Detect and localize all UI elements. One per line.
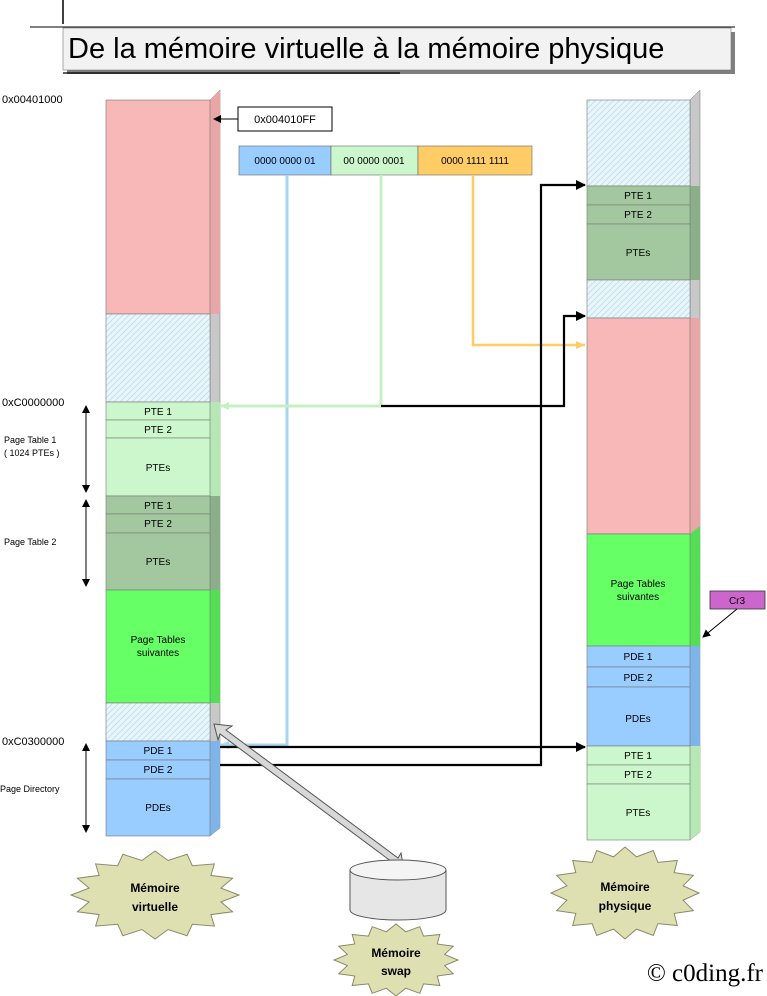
physical-memory-badge xyxy=(549,846,701,940)
cr3-label: Cr3 xyxy=(729,596,746,607)
physical-ptes-light xyxy=(586,783,691,841)
page-table-1-label: Page Table 1 xyxy=(4,435,56,445)
virtual-badge-line1: Mémoire xyxy=(130,881,180,895)
virtual-badge-line2: virtuelle xyxy=(132,900,178,914)
page-title: De la mémoire virtuelle à la mémoire phy… xyxy=(68,33,664,65)
address-pd-start-label: 0xC0300000 xyxy=(2,736,64,748)
physical-pdes-label: PDEs xyxy=(625,714,651,725)
offset-bits-text: 0000 1111 1111 xyxy=(441,156,509,167)
page-table-1-count-label: ( 1024 PTEs ) xyxy=(4,448,60,458)
page-directory-label: Page Directory xyxy=(0,784,60,794)
swap-disk-icon xyxy=(349,859,447,921)
swap-memory-badge xyxy=(332,923,460,996)
virtual-pte2-label: PTE 2 xyxy=(144,425,172,436)
physical-pde1-label: PDE 1 xyxy=(624,652,653,663)
title-banner: De la mémoire virtuelle à la mémoire phy… xyxy=(30,0,735,74)
address-top-label: 0x00401000 xyxy=(2,94,63,106)
virtual-pde2-label: PDE 2 xyxy=(144,765,173,776)
page-table-2-label: Page Table 2 xyxy=(4,537,56,547)
table-bits-arrow xyxy=(220,175,383,410)
physical-memory-column: PTE 1 PTE 2 PTEs Page Tables suivantes P… xyxy=(586,89,701,841)
pte1-to-physical-page-arrow xyxy=(381,311,586,408)
virtual-pt2-pte2-label: PTE 2 xyxy=(144,519,172,530)
physical-page-tables-label-2: suivantes xyxy=(617,592,659,603)
physical-ptes-dark xyxy=(586,223,691,281)
directory-bits-arrow xyxy=(220,175,289,749)
physical-badge-line1: Mémoire xyxy=(600,880,650,894)
virtual-pdes-label: PDEs xyxy=(145,803,171,814)
physical-pdes xyxy=(586,686,691,747)
physical-next-page-tables xyxy=(586,533,691,647)
physical-gap-block xyxy=(586,279,691,319)
virtual-pde1-label: PDE 1 xyxy=(144,746,173,757)
virtual-unused-block xyxy=(105,313,211,403)
physical-pte1-light-label: PTE 1 xyxy=(624,751,652,762)
physical-badge-line2: physique xyxy=(599,899,652,913)
copyright-label: © c0ding.fr xyxy=(647,960,764,987)
physical-data-page-block xyxy=(586,317,691,535)
directory-bits-text: 0000 0000 01 xyxy=(254,156,316,167)
physical-ptes-light-label: PTEs xyxy=(626,808,650,819)
pde2-to-physical-pt-arrow xyxy=(220,180,586,767)
physical-ptes-dark-label: PTEs xyxy=(626,248,650,259)
cr3-register: Cr3 xyxy=(702,590,766,638)
virtual-next-page-tables xyxy=(105,589,211,704)
swap-badge-line2: swap xyxy=(381,964,411,978)
address-pt-start-label: 0xC0000000 xyxy=(2,397,64,409)
physical-pte1-dark-label: PTE 1 xyxy=(624,191,652,202)
address-callout: 0x004010FF xyxy=(213,106,333,132)
table-bits-text: 00 0000 0001 xyxy=(343,156,405,167)
virtual-pt2-ptes-label: PTEs xyxy=(146,557,170,568)
virtual-pte1-label: PTE 1 xyxy=(144,407,172,418)
virtual-ptes-label: PTEs xyxy=(146,463,170,474)
virtual-gap-block xyxy=(105,702,211,742)
badge-swap-shape xyxy=(332,923,460,996)
address-bit-split: 0000 0000 01 00 0000 0001 0000 1111 1111 xyxy=(238,145,533,176)
virtual-page-tables-label-1: Page Tables xyxy=(131,635,186,646)
virtual-page-tables-label-2: suivantes xyxy=(137,648,179,659)
virtual-memory-badge xyxy=(69,850,241,940)
physical-unused-top xyxy=(586,99,691,187)
physical-pde2-label: PDE 2 xyxy=(624,673,653,684)
virtual-pt2-pte1-label: PTE 1 xyxy=(144,501,172,512)
badge-virtual-shape xyxy=(69,850,241,940)
swap-badge-line1: Mémoire xyxy=(371,946,421,960)
offset-bits-arrow xyxy=(471,175,585,349)
callout-address-text: 0x004010FF xyxy=(254,114,316,126)
virtual-pt1-ptes xyxy=(105,437,211,497)
physical-pte2-dark-label: PTE 2 xyxy=(624,210,652,221)
virtual-pdes xyxy=(105,778,211,837)
virtual-data-page-block xyxy=(105,99,211,315)
virtual-memory-column: PTE 1 PTE 2 PTEs PTE 1 PTE 2 PTEs Page T… xyxy=(105,89,221,837)
physical-pte2-light-label: PTE 2 xyxy=(624,770,652,781)
badge-physical-shape xyxy=(549,846,701,940)
virtual-pt2-ptes xyxy=(105,532,211,591)
physical-page-tables-label-1: Page Tables xyxy=(611,579,666,590)
